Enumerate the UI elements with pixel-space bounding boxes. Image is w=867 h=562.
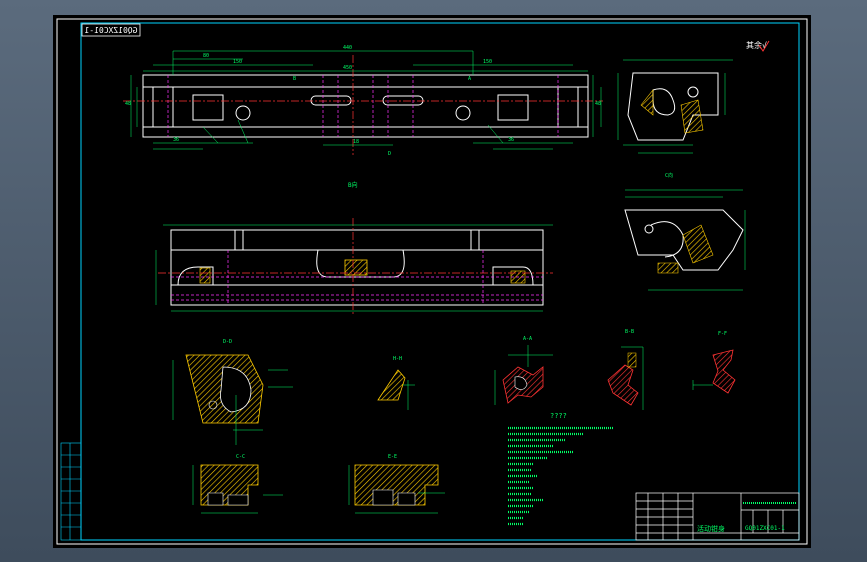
svg-text:B: B xyxy=(293,76,296,82)
svg-text:36: 36 xyxy=(508,137,514,143)
main-view-label: B向 xyxy=(348,181,358,189)
svg-text:H-H: H-H xyxy=(393,356,402,362)
svg-text:A-A: A-A xyxy=(523,336,532,342)
svg-text:48: 48 xyxy=(125,101,131,107)
svg-text:F-F: F-F xyxy=(718,331,727,337)
svg-text:80: 80 xyxy=(203,53,209,59)
plan-view xyxy=(155,218,553,315)
tech-req-title: ???? xyxy=(550,412,567,420)
side-view-middle-right: C向 xyxy=(624,172,746,291)
svg-text:48: 48 xyxy=(595,101,601,107)
roughness-note: 其余√ xyxy=(746,40,770,52)
technical-requirements: ???? xyxy=(508,412,613,526)
main-front-view: 440 80 150 150 450 48 48 36 36 18 B A D … xyxy=(123,45,603,189)
title-block: 活动钳身 GQ01ZXC01-1 xyxy=(635,492,800,541)
left-margin-table xyxy=(60,442,82,541)
svg-text:D-D: D-D xyxy=(223,339,232,345)
section-bb: B-B xyxy=(607,329,644,410)
section-cc: C-C xyxy=(192,454,283,514)
drawing-canvas: GQ01ZXC01-1 其余√ xyxy=(56,18,808,545)
section-ee: E-E xyxy=(348,454,445,514)
section-ff: F-F xyxy=(692,331,736,394)
svg-text:B-B: B-B xyxy=(625,329,634,335)
svg-text:A: A xyxy=(468,76,471,82)
svg-text:150: 150 xyxy=(233,59,242,65)
outer-border xyxy=(56,18,808,545)
part-name: 活动钳身 xyxy=(697,524,725,533)
side-view-top-right xyxy=(617,59,733,154)
svg-text:D: D xyxy=(388,151,391,157)
drawing-sheet: GQ01ZXC01-1 其余√ xyxy=(53,15,811,548)
section-hh: H-H xyxy=(377,356,415,410)
section-dd: D-D xyxy=(172,339,293,445)
svg-text:440: 440 xyxy=(343,45,352,51)
svg-text:36: 36 xyxy=(173,137,179,143)
svg-text:C向: C向 xyxy=(665,172,673,179)
mirrored-drawing-number: GQ01ZXC01-1 xyxy=(84,26,137,35)
inner-border xyxy=(80,22,800,541)
svg-text:150: 150 xyxy=(483,59,492,65)
svg-text:450: 450 xyxy=(343,65,352,71)
svg-text:18: 18 xyxy=(353,139,359,145)
svg-text:C-C: C-C xyxy=(236,454,245,460)
title-drawing-number: GQ01ZXC01-1 xyxy=(745,525,785,532)
mirrored-number-box: GQ01ZXC01-1 xyxy=(81,23,141,37)
svg-text:其余√: 其余√ xyxy=(746,40,767,50)
svg-text:E-E: E-E xyxy=(388,454,397,460)
section-aa: A-A xyxy=(494,336,553,405)
